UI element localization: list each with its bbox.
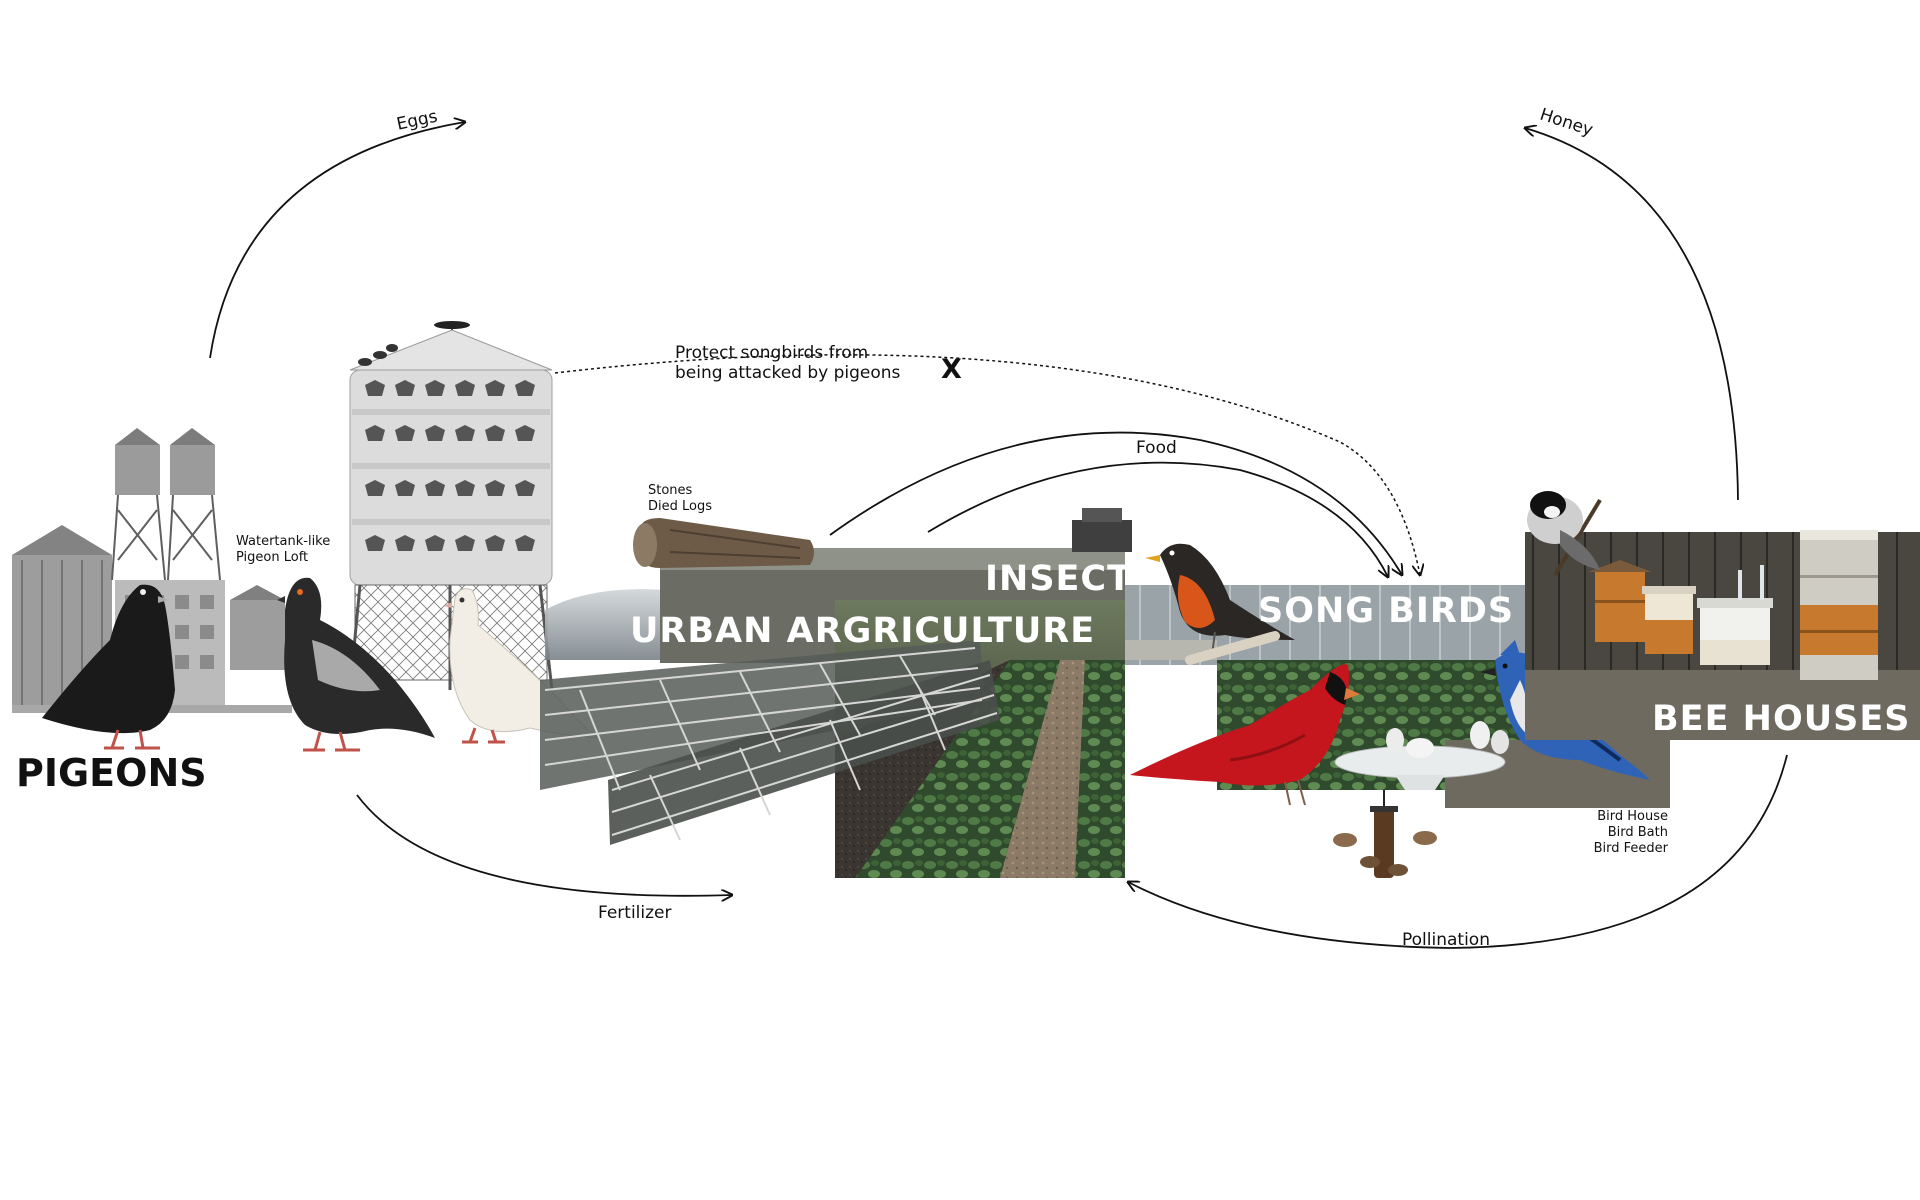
pollination-label: Pollination	[1402, 930, 1490, 950]
protect-label-line2: being attacked by pigeons	[675, 363, 901, 383]
dead-log	[633, 518, 814, 568]
song-birds-title: SONG BIRDS	[1258, 591, 1514, 631]
bee-houses-section: BEE HOUSES	[1525, 491, 1920, 740]
robin	[1145, 543, 1295, 665]
flow-arrows	[209, 122, 1788, 949]
row-cover-frames	[540, 640, 1000, 845]
cardinal	[1130, 664, 1360, 806]
chickadee	[1527, 491, 1602, 577]
food-label: Food	[1136, 438, 1177, 458]
urban-agriculture-title: URBAN ARGRICULTURE	[630, 611, 1095, 651]
bird-feeder-label: Bird Feeder	[1594, 841, 1669, 856]
black-pigeon	[42, 584, 175, 750]
dead-logs-label: Died Logs	[648, 499, 712, 514]
food-arrow-inner	[927, 461, 1388, 577]
beehive-2	[1642, 586, 1696, 654]
greenhouse-tunnel	[545, 589, 665, 660]
bird-feeder-illustration	[1333, 790, 1437, 878]
loft-label-line2: Pigeon Loft	[236, 550, 308, 565]
bee-houses-title: BEE HOUSES	[1652, 699, 1910, 739]
protect-arrow	[554, 354, 1420, 575]
urban-agriculture-section: URBAN ARGRICULTURE INSECTS Stones Died L…	[540, 483, 1157, 878]
pigeons-section: PIGEONS Watertank-like Pigeon Loft	[12, 321, 665, 795]
eggs-arrow	[209, 122, 465, 359]
honey-arrow	[1525, 128, 1739, 501]
rooftop-vent	[1072, 508, 1132, 552]
grey-pigeon	[277, 577, 435, 752]
beehive-1	[1588, 560, 1652, 642]
perched-pigeons	[358, 344, 398, 366]
stones-label: Stones	[648, 483, 693, 498]
pollination-arrow	[1128, 754, 1788, 949]
fertilizer-label: Fertilizer	[598, 903, 672, 923]
fertilizer-arrow	[356, 794, 732, 896]
beehive-3	[1697, 565, 1773, 665]
protect-label-line1: Protect songbirds from	[675, 343, 868, 363]
food-arrow-outer	[829, 431, 1402, 575]
bird-bath-illustration	[1334, 721, 1509, 790]
pigeons-title: PIGEONS	[16, 751, 207, 795]
eggs-label: Eggs	[395, 107, 440, 135]
bird-bath-label: Bird Bath	[1608, 825, 1668, 840]
blocked-x-mark: X	[941, 354, 962, 385]
loft-label-line1: Watertank-like	[236, 534, 330, 549]
beehive-4	[1800, 530, 1878, 680]
bird-house-label: Bird House	[1597, 809, 1668, 824]
loft-row	[365, 380, 535, 396]
